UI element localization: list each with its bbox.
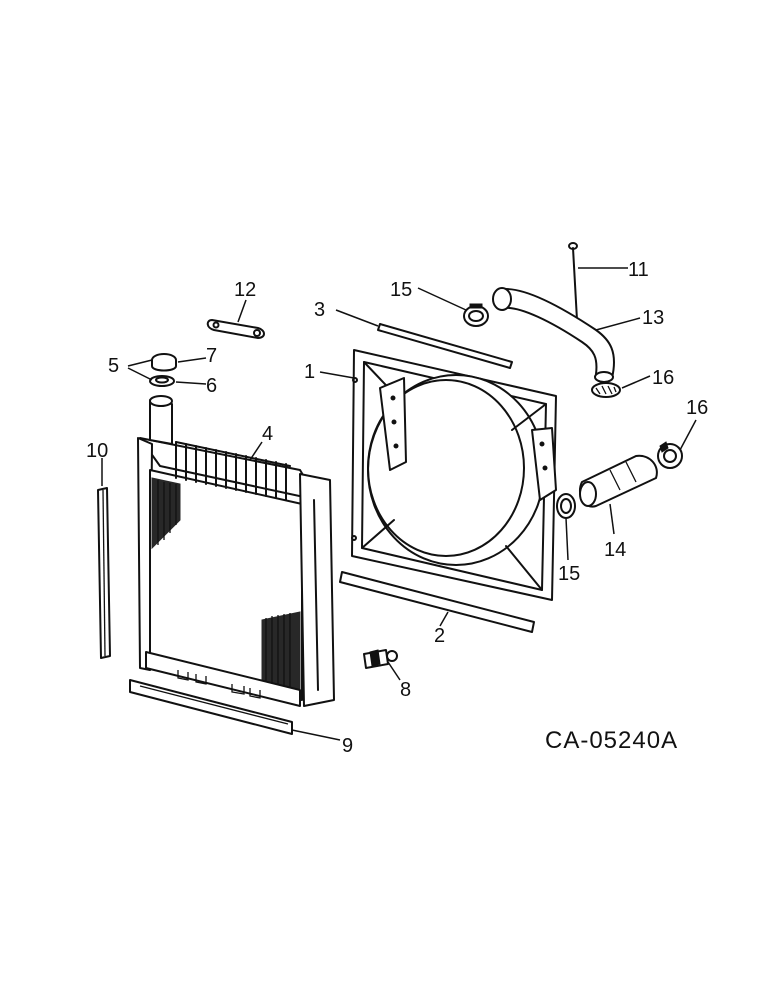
drawing-id: CA-05240A bbox=[545, 727, 678, 754]
part-12-bracket bbox=[206, 319, 265, 339]
part-3-top-strip bbox=[377, 323, 513, 369]
part-15-clamp-upper bbox=[463, 303, 489, 327]
callout-16-upper: 16 bbox=[652, 367, 674, 389]
part-15-clamp-lower bbox=[556, 493, 576, 519]
callout-9: 9 bbox=[342, 735, 353, 757]
part-13-upper-hose bbox=[492, 287, 615, 383]
part-14-lower-hose bbox=[578, 454, 658, 508]
callout-3: 3 bbox=[314, 299, 325, 321]
part-16-clamp-lower bbox=[657, 441, 683, 469]
part-7-radiator-cap bbox=[151, 353, 177, 372]
callout-14: 14 bbox=[604, 539, 626, 561]
callout-7: 7 bbox=[206, 345, 217, 367]
callout-10: 10 bbox=[86, 440, 108, 462]
part-2-lower-strip bbox=[339, 571, 535, 633]
callout-2: 2 bbox=[434, 625, 445, 647]
part-1-fan-shroud bbox=[351, 349, 557, 601]
callout-12: 12 bbox=[234, 279, 256, 301]
callout-11: 11 bbox=[628, 259, 649, 281]
part-6-cap-gasket bbox=[149, 375, 175, 387]
part-11-bolt bbox=[568, 242, 578, 321]
part-10-seal-strip bbox=[97, 487, 111, 659]
callout-15-upper: 15 bbox=[390, 279, 412, 301]
callout-5: 5 bbox=[108, 355, 119, 377]
callout-1: 1 bbox=[304, 361, 315, 383]
callout-16-lower: 16 bbox=[686, 397, 708, 419]
part-9-bottom-strip bbox=[129, 679, 293, 735]
leader-lines bbox=[101, 267, 697, 741]
part-16-clamp-upper bbox=[591, 382, 621, 398]
callout-8: 8 bbox=[400, 679, 411, 701]
callout-13: 13 bbox=[642, 307, 664, 329]
callout-15-lower: 15 bbox=[558, 563, 580, 585]
callout-6: 6 bbox=[206, 375, 217, 397]
part-8-drain-valve bbox=[363, 649, 398, 669]
part-4-radiator bbox=[137, 395, 335, 707]
callout-4: 4 bbox=[262, 423, 273, 445]
